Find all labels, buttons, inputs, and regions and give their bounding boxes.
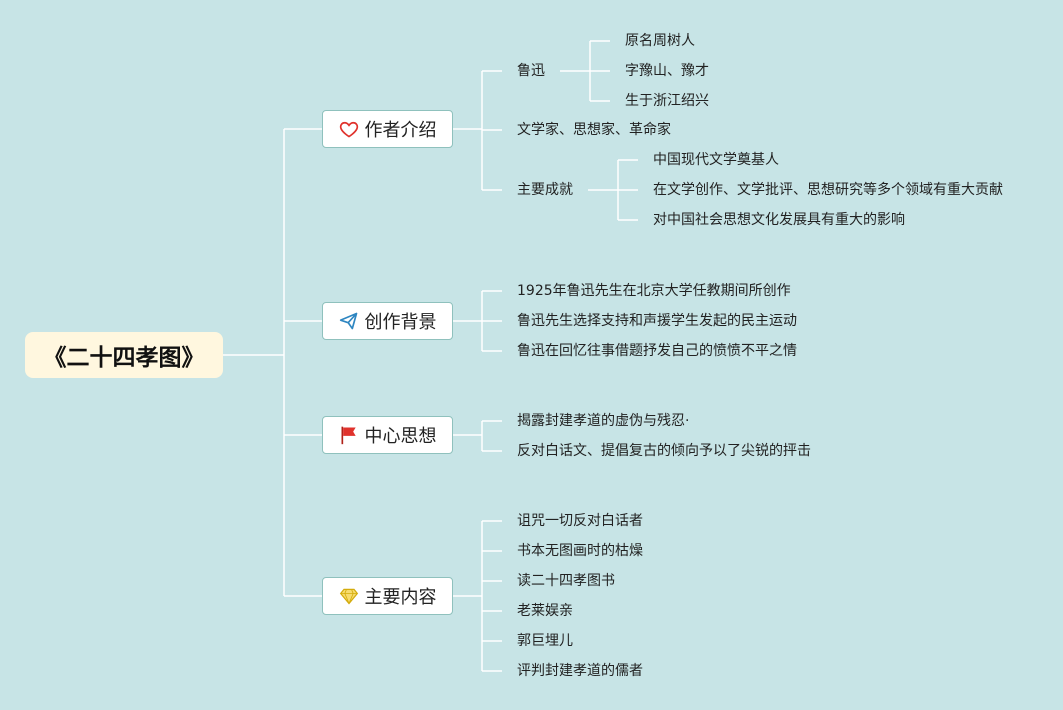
heart-icon: [339, 119, 359, 139]
leaf-content-6[interactable]: 评判封建孝道的儒者: [517, 663, 643, 679]
leaf-content-4[interactable]: 老莱娱亲: [517, 603, 573, 619]
leaf-identity[interactable]: 文学家、思想家、革命家: [517, 122, 671, 138]
topic-luxun[interactable]: 鲁迅: [517, 63, 545, 79]
leaf-content-1[interactable]: 诅咒一切反对白话者: [517, 513, 643, 529]
leaf-achievement-1[interactable]: 中国现代文学奠基人: [653, 152, 779, 168]
leaf-birthplace[interactable]: 生于浙江绍兴: [625, 93, 709, 109]
topic-achievements[interactable]: 主要成就: [517, 182, 573, 198]
leaf-idea-2[interactable]: 反对白话文、提倡复古的倾向予以了尖锐的抨击: [517, 443, 811, 459]
paper-plane-icon: [339, 311, 359, 331]
leaf-content-3[interactable]: 读二十四孝图书: [517, 573, 615, 589]
root-title: 《二十四孝图》: [43, 345, 205, 371]
branch-label: 主要内容: [364, 587, 437, 608]
leaf-courtesy-name[interactable]: 字豫山、豫才: [625, 63, 709, 79]
leaf-background-2[interactable]: 鲁迅先生选择支持和声援学生发起的民主运动: [517, 313, 797, 329]
leaf-achievement-2[interactable]: 在文学创作、文学批评、思想研究等多个领域有重大贡献: [653, 182, 1003, 198]
branch-label: 中心思想: [364, 426, 437, 447]
leaf-background-1[interactable]: 1925年鲁迅先生在北京大学任教期间所创作: [517, 283, 791, 299]
diamond-icon: [339, 586, 359, 606]
leaf-idea-1[interactable]: 揭露封建孝道的虚伪与残忍·: [517, 413, 690, 429]
flag-icon: [339, 425, 359, 445]
branch-central-idea[interactable]: 中心思想: [322, 416, 453, 454]
leaf-original-name[interactable]: 原名周树人: [625, 33, 695, 49]
leaf-achievement-3[interactable]: 对中国社会思想文化发展具有重大的影响: [653, 212, 905, 228]
branch-author-intro[interactable]: 作者介绍: [322, 110, 453, 148]
branch-label: 作者介绍: [364, 120, 437, 141]
leaf-content-5[interactable]: 郭巨埋儿: [517, 633, 573, 649]
branch-creation-background[interactable]: 创作背景: [322, 302, 453, 340]
branch-main-content[interactable]: 主要内容: [322, 577, 453, 615]
leaf-content-2[interactable]: 书本无图画时的枯燥: [517, 543, 643, 559]
root-topic[interactable]: 《二十四孝图》: [25, 332, 223, 378]
branch-label: 创作背景: [364, 312, 437, 333]
leaf-background-3[interactable]: 鲁迅在回忆往事借题抒发自己的愤愤不平之情: [517, 343, 797, 359]
